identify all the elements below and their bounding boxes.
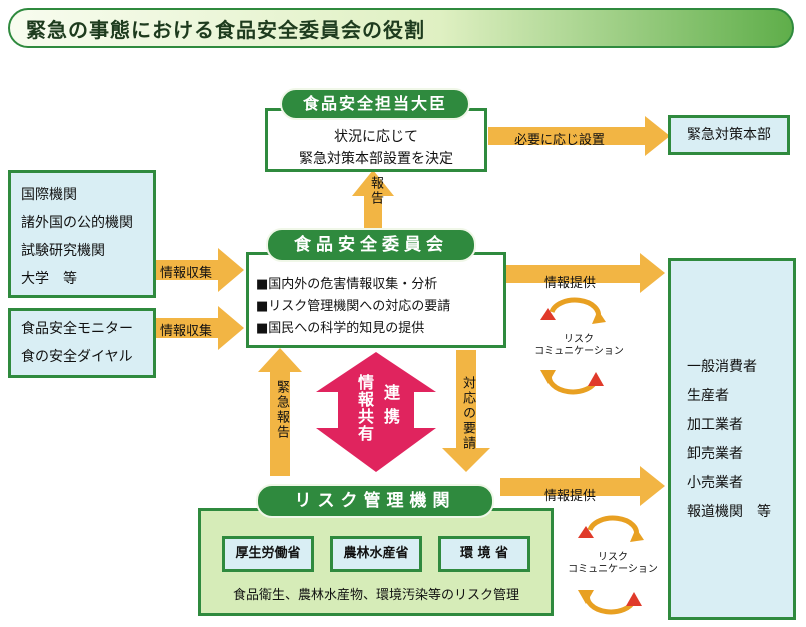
- public-item: 一般消費者: [687, 359, 757, 375]
- minister-label: 食品安全担当大臣: [280, 88, 470, 120]
- risk-comm-line2: コミュニケーション: [534, 346, 624, 357]
- hq-box: 緊急対策本部: [668, 115, 790, 155]
- risk-comm-line1: リスク: [564, 334, 594, 345]
- committee-item: ■国内外の危害情報収集・分析: [256, 277, 438, 292]
- committee-item: ■国民への科学的知見の提供: [256, 321, 425, 336]
- public-item: 生産者: [687, 388, 729, 404]
- public-item: 卸売業者: [687, 446, 743, 462]
- arrow-to-hq: [488, 116, 670, 156]
- committee-item: ■リスク管理機関への対応の要請: [256, 299, 451, 314]
- public-box: 一般消費者 生産者 加工業者 卸売業者 小売業者 報道機関 等: [668, 258, 796, 620]
- committee-items: ■国内外の危害情報収集・分析 ■リスク管理機関への対応の要請 ■国民への科学的知…: [256, 274, 504, 340]
- arrow-response-request: [442, 350, 490, 472]
- collect-label-2: 情報収集: [160, 324, 213, 339]
- arrow-provide-1: [506, 253, 665, 293]
- source-item: 大学 等: [21, 271, 77, 287]
- title-bar: [8, 8, 794, 48]
- risk-comm-line1: リスク: [598, 552, 628, 563]
- sources-box-2: 食品安全モニター 食の安全ダイヤル: [8, 308, 156, 378]
- emergency-report-label: 緊急報告: [274, 380, 289, 440]
- risk-agency-footer: 食品衛生、農林水産物、環境汚染等のリスク管理: [232, 588, 519, 603]
- risk-comm-label-1: リスク コミュニケーション: [514, 334, 644, 358]
- collect-label-1: 情報収集: [160, 266, 213, 281]
- response-request-label: 対応の要請: [460, 376, 475, 451]
- report-label: 報告: [368, 176, 383, 206]
- sources-box-1: 国際機関 諸外国の公的機関 試験研究機関 大学 等: [8, 170, 156, 298]
- source-item: 国際機関: [21, 187, 77, 203]
- public-item: 報道機関 等: [687, 504, 771, 520]
- ministry-env: 環 境 省: [438, 536, 530, 572]
- committee-label: 食品安全委員会: [266, 228, 476, 262]
- arrow-provide-2: [500, 466, 665, 506]
- arrow-share: [316, 352, 436, 472]
- arrow-report: [352, 170, 394, 228]
- public-item: 小売業者: [687, 475, 743, 491]
- source-item: 試験研究機関: [21, 243, 105, 259]
- source-item: 食品安全モニター: [21, 321, 133, 337]
- arrow-emergency-report: [258, 348, 302, 476]
- cooperation-label: 連携: [381, 384, 400, 432]
- arrow-collect-1: [156, 248, 244, 292]
- minister-body-line2: 緊急対策本部設置を決定: [299, 151, 453, 167]
- minister-body: 状況に応じて 緊急対策本部設置を決定: [268, 126, 484, 170]
- source-item: 食の安全ダイヤル: [21, 349, 133, 365]
- risk-agency-label: リスク管理機関: [256, 484, 494, 518]
- hq-arrow-label: 必要に応じ設置: [514, 133, 606, 148]
- risk-comm-label-2: リスク コミュニケーション: [548, 552, 678, 576]
- ministry-mhlw: 厚生労働省: [222, 536, 314, 572]
- provide-label-1: 情報提供: [544, 276, 597, 291]
- diagram-title: 緊急の事態における食品安全委員会の役割: [26, 18, 425, 42]
- minister-body-line1: 状況に応じて: [334, 129, 418, 145]
- share-label: 情報共有: [355, 374, 374, 442]
- public-item: 加工業者: [687, 417, 743, 433]
- source-item: 諸外国の公的機関: [21, 215, 133, 231]
- ministry-maff: 農林水産省: [330, 536, 422, 572]
- arrow-collect-2: [156, 306, 244, 350]
- risk-comm-line2: コミュニケーション: [568, 564, 658, 575]
- provide-label-2: 情報提供: [544, 489, 597, 504]
